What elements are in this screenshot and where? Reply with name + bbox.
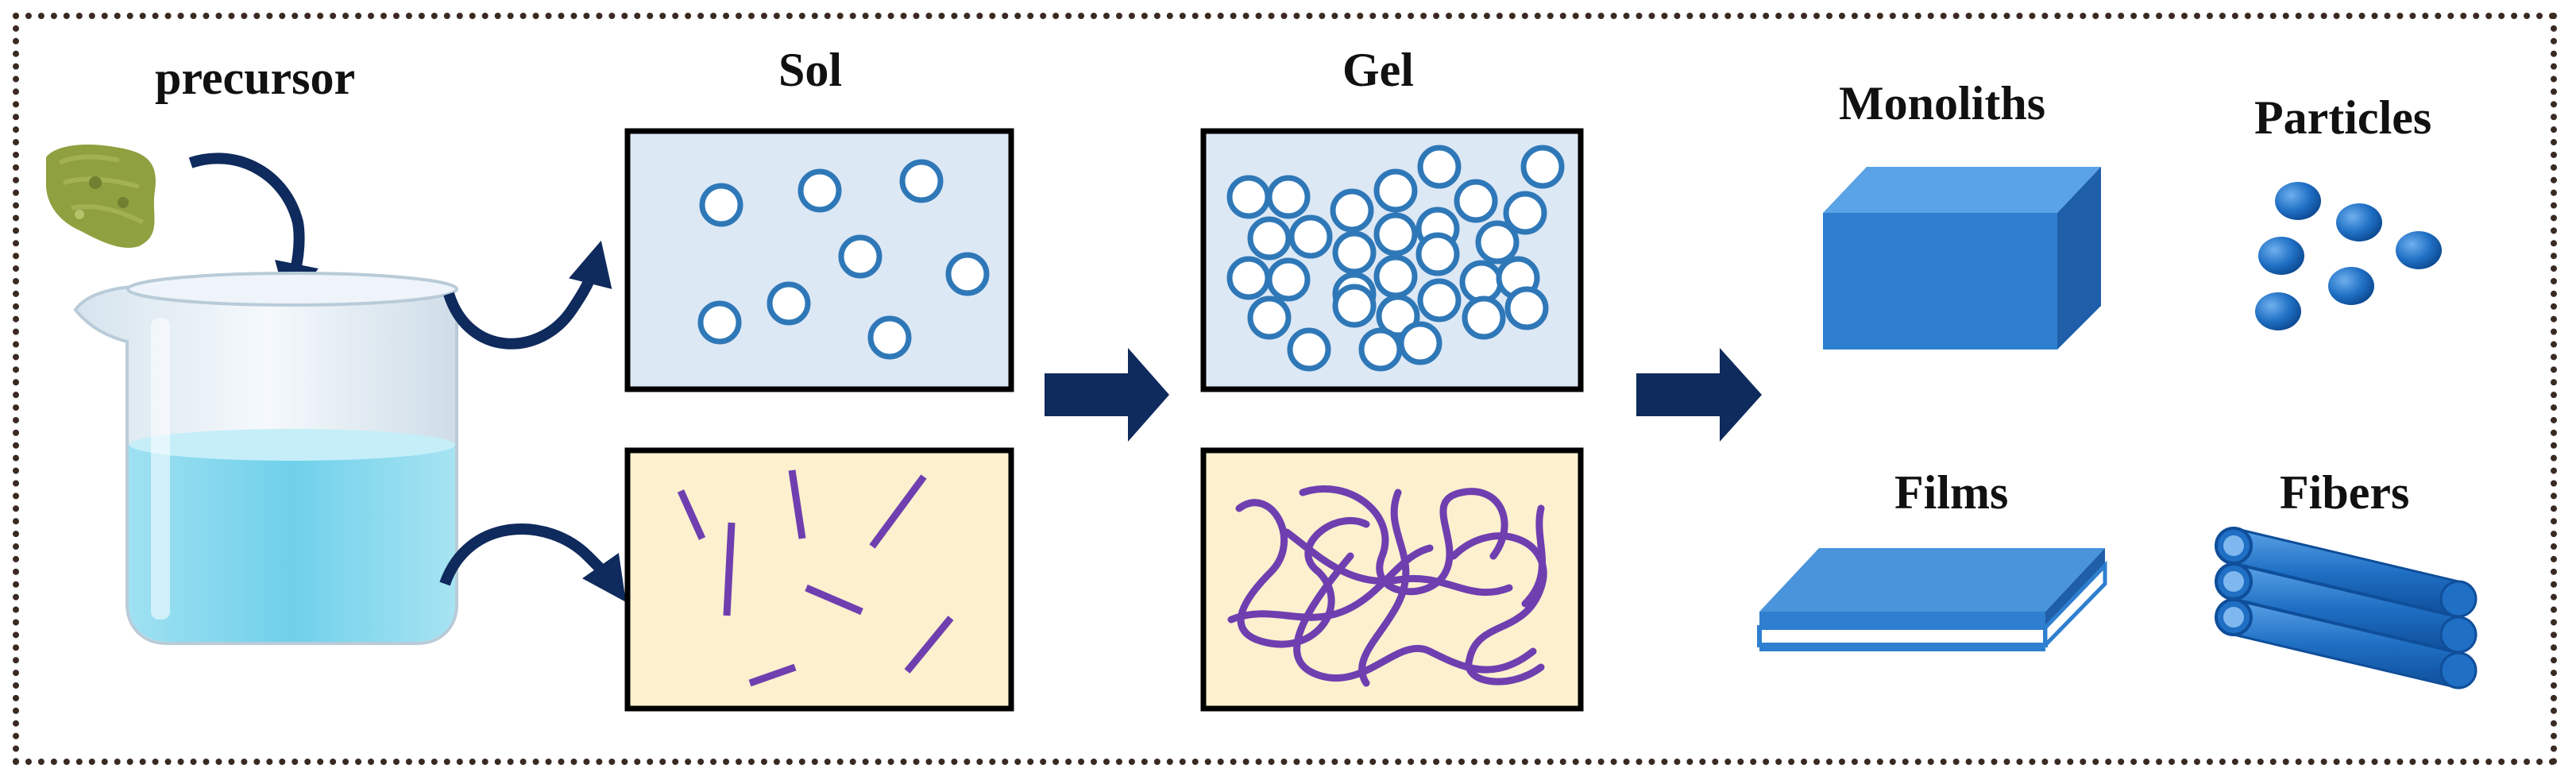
right-arrow-icon xyxy=(1636,348,1762,442)
gel-network-panel xyxy=(1200,447,1584,712)
sol-label: Sol xyxy=(778,44,843,96)
beaker-icon xyxy=(73,272,458,645)
monolith-block-icon xyxy=(1823,167,2101,350)
sol-particles-panel xyxy=(624,128,1014,392)
particles-icon xyxy=(2255,182,2442,330)
film-icon xyxy=(1757,548,2107,651)
precursor-label: precursor xyxy=(155,52,356,104)
films-label: Films xyxy=(1894,466,2009,519)
gel-particles-panel xyxy=(1200,128,1584,392)
curved-arrow-icon xyxy=(188,153,319,308)
gel-label: Gel xyxy=(1342,44,1414,96)
fibers-label: Fibers xyxy=(2280,466,2410,519)
fibers-icon xyxy=(2215,527,2478,689)
particles-label: Particles xyxy=(2254,91,2432,144)
curved-arrow-icon xyxy=(443,240,612,350)
curved-arrow-icon xyxy=(439,523,627,602)
right-arrow-icon xyxy=(1045,348,1169,442)
powder-icon xyxy=(46,145,156,248)
monoliths-label: Monoliths xyxy=(1839,77,2046,129)
sol-rods-panel xyxy=(624,447,1014,712)
dotted-frame xyxy=(13,13,2557,765)
